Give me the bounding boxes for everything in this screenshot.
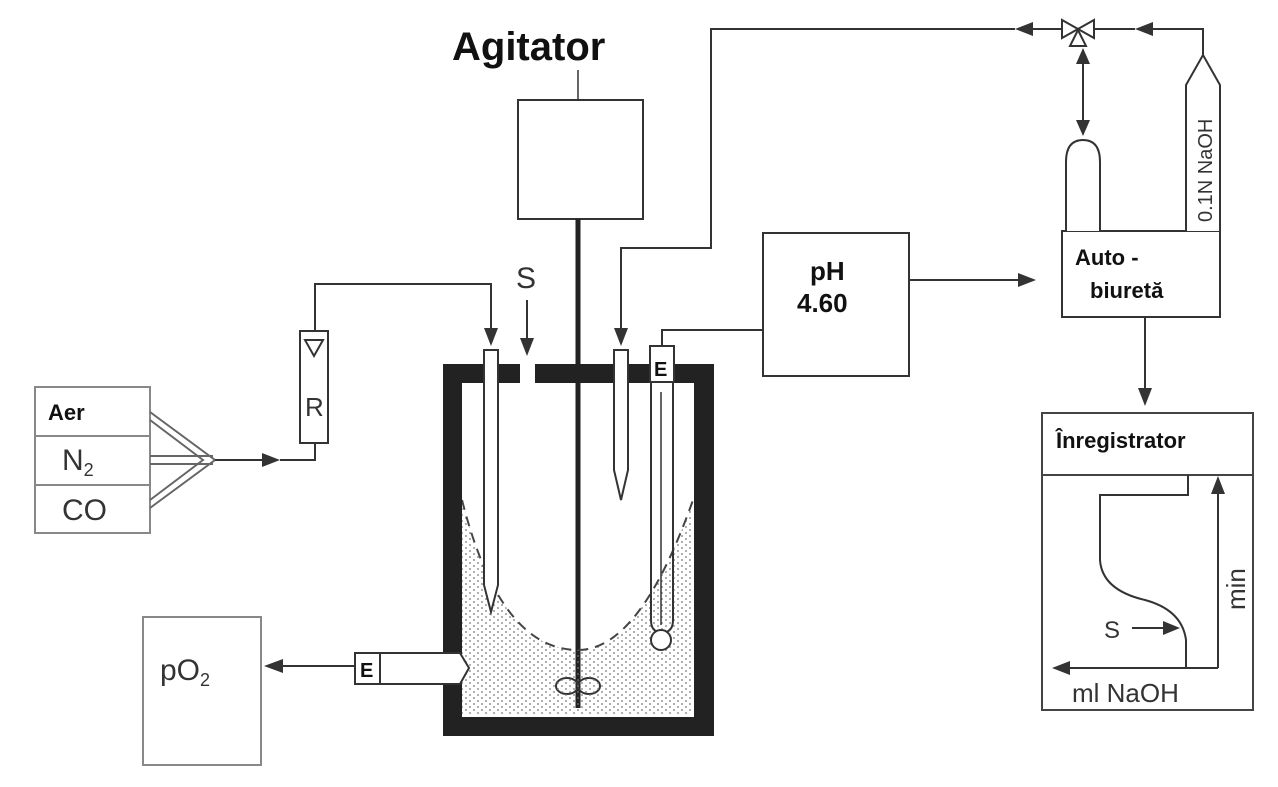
recorder: Înregistrator min ml NaOH S: [1041, 412, 1254, 711]
recorder-title: Înregistrator: [1055, 428, 1186, 453]
recorder-sample-label: S: [1104, 617, 1120, 644]
ph-meter: pH 4.60: [762, 232, 910, 377]
titrant-delivery-tube: [613, 349, 629, 501]
po2-electrode-label: E: [360, 660, 373, 682]
ph-electrode: E: [649, 345, 675, 651]
autoburette-label-line1: Auto -: [1075, 245, 1139, 270]
three-way-valve: [1061, 18, 1095, 47]
po2-meter-label: pO2: [160, 654, 210, 690]
autoburette: Auto - biuretă: [1061, 138, 1221, 318]
titration-curve: [1099, 475, 1189, 668]
naoh-reservoir-label: 0.1N NaOH: [1195, 119, 1217, 222]
naoh-reservoir: 0.1N NaOH: [1185, 52, 1221, 231]
rotameter: R: [299, 330, 329, 444]
po2-electrode: E: [354, 652, 471, 685]
ph-meter-value: 4.60: [797, 288, 848, 318]
sample-port-label: S: [516, 262, 536, 295]
recorder-x-axis-label: ml NaOH: [1072, 678, 1179, 708]
gas-supply-panel: Aer N2 CO: [34, 386, 151, 534]
autoburette-label-line2: biuretă: [1090, 278, 1164, 303]
agitator-motor-box: [517, 99, 644, 220]
agitator-label: Agitator: [452, 25, 605, 69]
ph-meter-label: pH: [810, 256, 845, 286]
gas-manifold: [149, 411, 217, 509]
ph-electrode-label: E: [654, 359, 667, 381]
rotameter-label: R: [305, 392, 324, 422]
gas-air-label: Aer: [48, 400, 85, 425]
gas-inlet-tube: [483, 349, 499, 616]
gas-n2-label: N2: [62, 444, 94, 480]
recorder-time-label: min: [1221, 568, 1251, 610]
po2-meter: pO2: [142, 616, 262, 766]
gas-co-label: CO: [62, 494, 107, 527]
